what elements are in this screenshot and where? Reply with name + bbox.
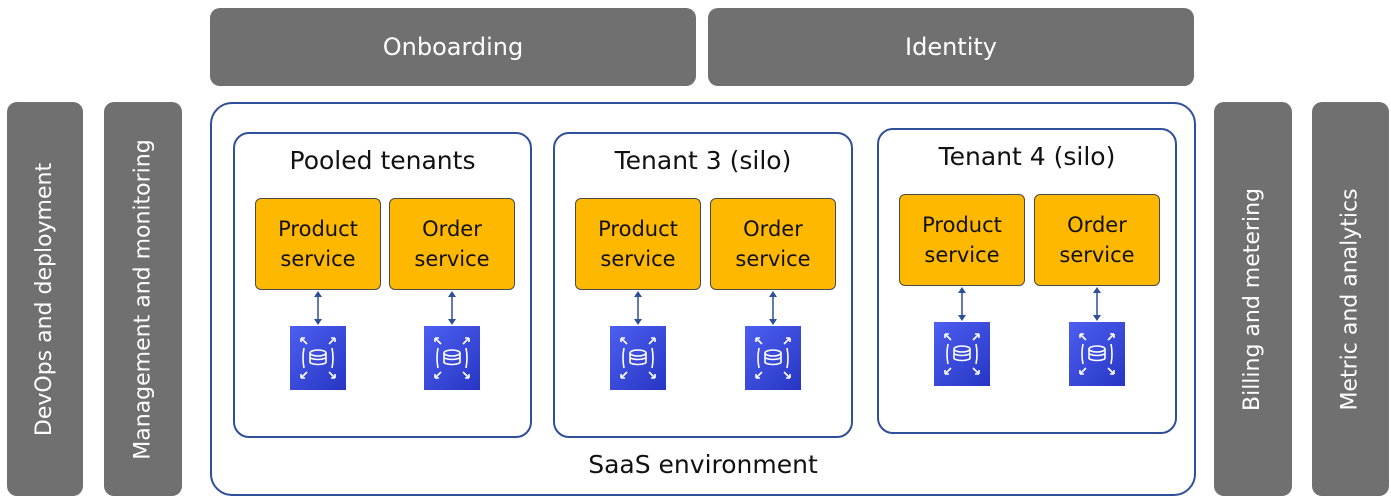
product-service: Product service (575, 198, 701, 290)
saas-environment-label: SaaS environment (588, 450, 818, 479)
saas-environment (210, 102, 1196, 496)
bidirectional-arrow-icon (634, 291, 642, 325)
devops-label: DevOps and deployment (32, 162, 58, 436)
tenant-pooled: Pooled tenants Product service Order ser… (233, 132, 532, 438)
management-bar: Management and monitoring (104, 102, 182, 496)
onboarding-label: Onboarding (382, 33, 524, 61)
metrics-bar: Metric and analytics (1312, 102, 1389, 496)
database-icon (610, 326, 666, 390)
tenant-title: Tenant 4 (silo) (938, 142, 1116, 171)
database-icon (934, 322, 990, 386)
tenant-title: Tenant 3 (silo) (614, 146, 792, 175)
identity-label: Identity (905, 33, 997, 61)
product-service: Product service (255, 198, 381, 290)
tenant-title: Pooled tenants (289, 146, 476, 175)
bidirectional-arrow-icon (314, 291, 322, 325)
order-service: Order service (389, 198, 515, 290)
database-icon (1069, 322, 1125, 386)
order-service: Order service (710, 198, 836, 290)
onboarding-bar: Onboarding (210, 8, 696, 86)
bidirectional-arrow-icon (958, 287, 966, 321)
order-service: Order service (1034, 194, 1160, 286)
bidirectional-arrow-icon (1093, 287, 1101, 321)
billing-bar: Billing and metering (1214, 102, 1292, 496)
metrics-label: Metric and analytics (1338, 187, 1364, 411)
database-icon (745, 326, 801, 390)
billing-label: Billing and metering (1240, 187, 1266, 411)
tenant-4-silo: Tenant 4 (silo) Product service Order se… (877, 128, 1177, 434)
tenant-3-silo: Tenant 3 (silo) Product service Order se… (553, 132, 853, 438)
devops-bar: DevOps and deployment (7, 102, 83, 496)
product-service: Product service (899, 194, 1025, 286)
database-icon (424, 326, 480, 390)
bidirectional-arrow-icon (769, 291, 777, 325)
management-label: Management and monitoring (130, 138, 156, 460)
bidirectional-arrow-icon (448, 291, 456, 325)
database-icon (290, 326, 346, 390)
identity-bar: Identity (708, 8, 1194, 86)
